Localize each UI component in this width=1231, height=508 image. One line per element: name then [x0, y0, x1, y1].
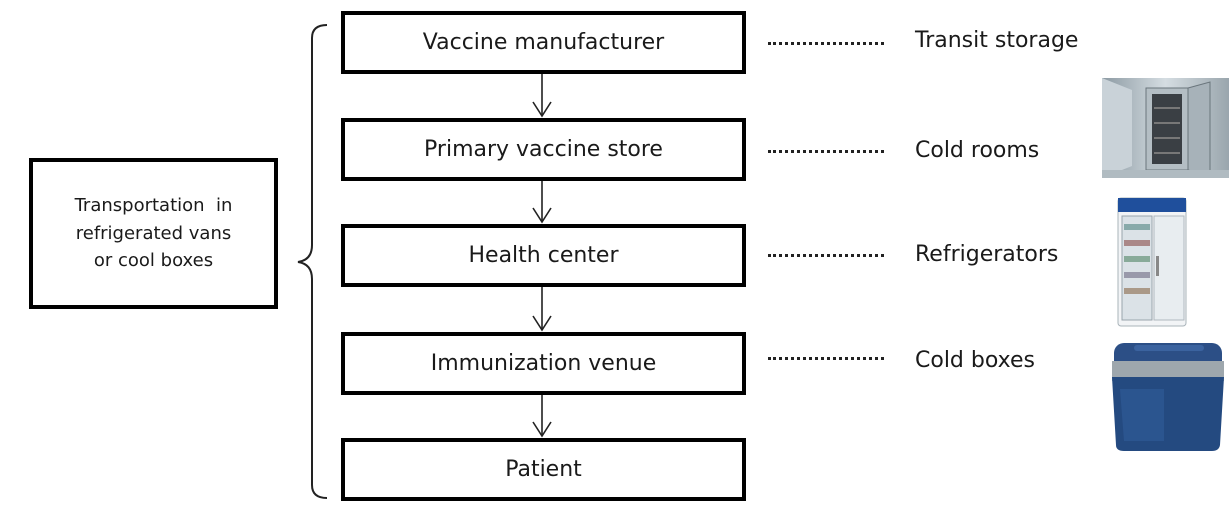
dotted-leader-2	[768, 150, 884, 153]
stage-label: Vaccine manufacturer	[422, 30, 665, 55]
transport-line-3: or cool boxes	[93, 250, 214, 272]
transport-box: Transportation in refrigerated vans or c…	[29, 158, 278, 309]
stage-primary-vaccine-store: Primary vaccine store	[341, 118, 746, 181]
arrow-2	[532, 181, 552, 224]
arrow-4	[532, 395, 552, 438]
refrigerator-photo-icon	[1117, 197, 1187, 327]
dotted-leader-3	[768, 254, 884, 257]
curly-brace	[297, 24, 328, 499]
storage-label-cold-rooms: Cold rooms	[915, 138, 1040, 163]
stage-vaccine-manufacturer: Vaccine manufacturer	[341, 11, 746, 74]
cold-room-photo-icon	[1102, 78, 1229, 178]
dotted-leader-1	[768, 42, 884, 45]
stage-health-center: Health center	[341, 224, 746, 287]
storage-label-cold-boxes: Cold boxes	[915, 348, 1035, 373]
arrow-3	[532, 287, 552, 332]
storage-label-transit: Transit storage	[915, 28, 1079, 53]
stage-label: Patient	[505, 457, 582, 482]
cool-box-photo-icon	[1112, 343, 1224, 451]
stage-immunization-venue: Immunization venue	[341, 332, 746, 395]
arrow-1	[532, 74, 552, 118]
stage-label: Primary vaccine store	[424, 137, 663, 162]
dotted-leader-4	[768, 357, 884, 360]
stage-label: Immunization venue	[430, 351, 657, 376]
transport-line-2: refrigerated vans	[75, 222, 232, 244]
stage-patient: Patient	[341, 438, 746, 501]
transport-line-1: Transportation in	[74, 194, 233, 216]
storage-label-refrigerators: Refrigerators	[915, 242, 1059, 267]
stage-label: Health center	[468, 243, 619, 268]
